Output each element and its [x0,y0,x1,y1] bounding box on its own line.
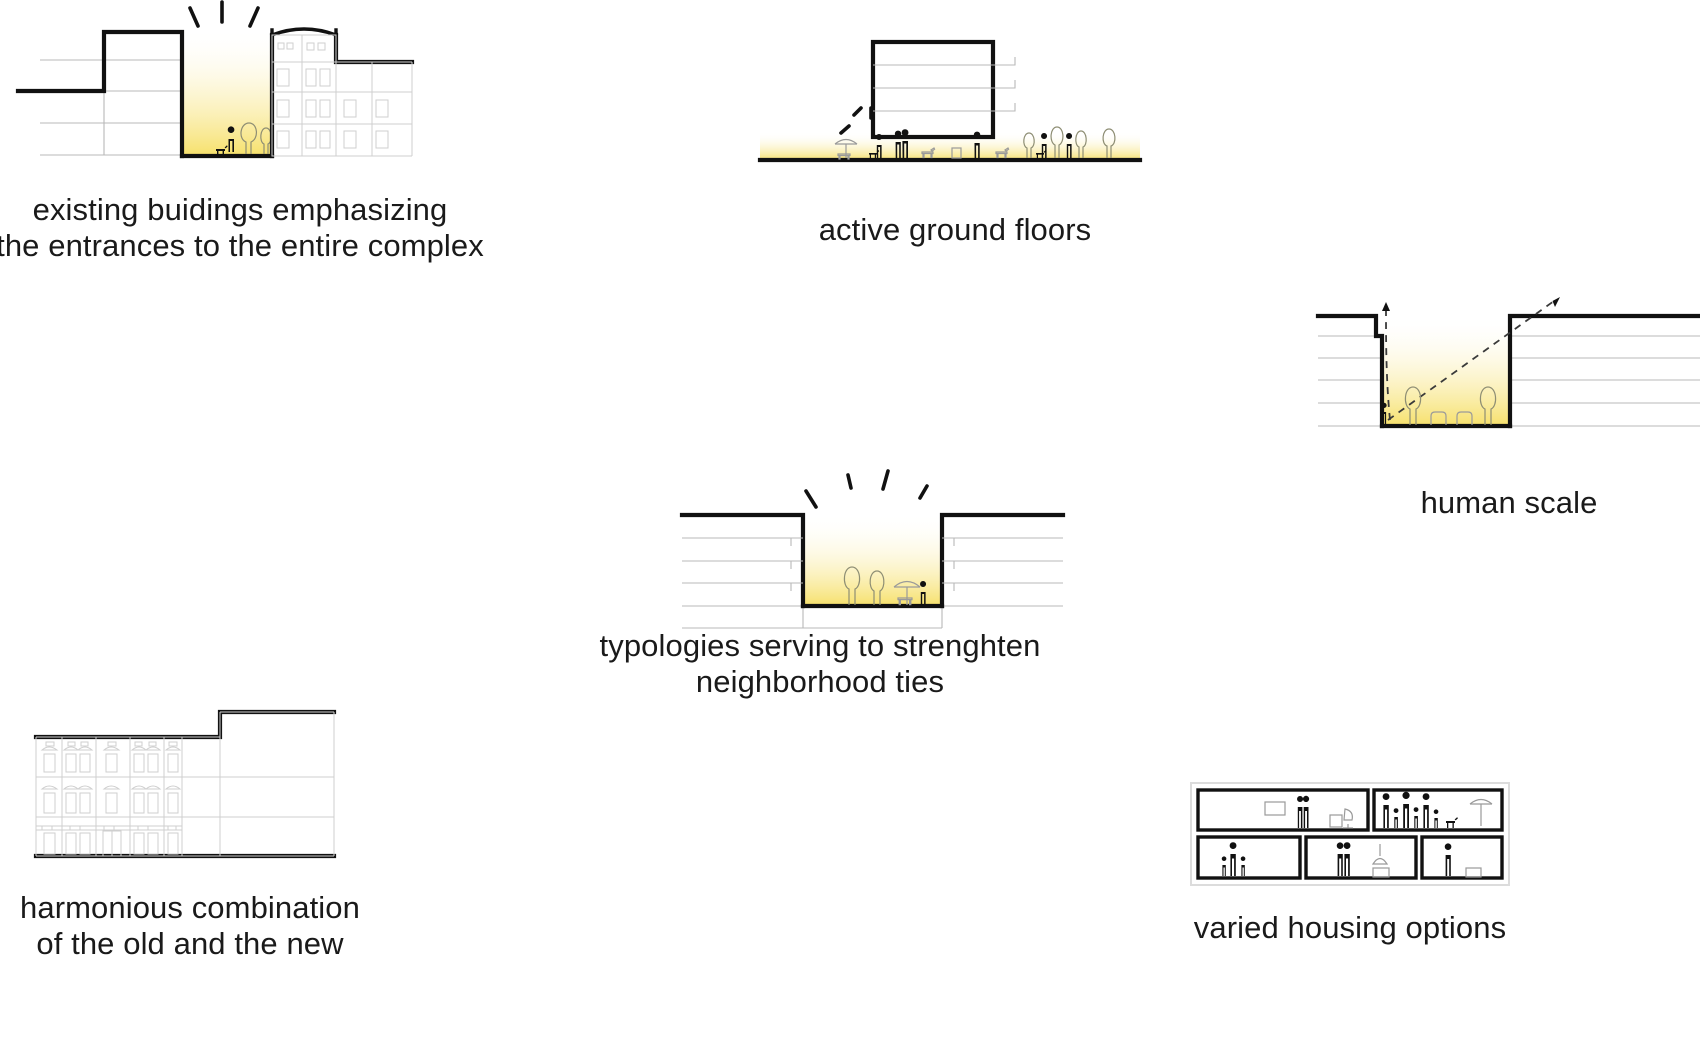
pendant-lamp-icon [1371,844,1389,865]
unit-bottom-middle-contents [1336,842,1390,878]
courtyard-glow [1382,315,1510,426]
tree-icon [1075,130,1087,158]
right-block-floorlines [942,537,1063,607]
balcony-ticks [993,57,1016,112]
courtyard-figures [843,566,927,606]
diagram-harmonious-combination: harmonious combination of the old and th… [0,709,400,980]
unit-bottom-middle [1304,835,1418,880]
right-block-outline [939,512,1066,609]
sightline-arrows [1382,297,1560,421]
new-volume-outline [33,709,337,740]
unit-bottom-left-contents [1221,842,1246,876]
courtyard-figures [1381,386,1497,425]
tree-icon [240,122,257,154]
active-ground-floors-drawing [757,39,1143,163]
unit-top-right-contents [1382,791,1493,828]
caption-harmonious-combination: harmonious combination of the old and th… [20,890,360,961]
unit-bottom-right-contents [1444,843,1482,878]
left-block-outline [679,512,806,609]
diagram-existing-buildings: existing buidings emphasizing the entran… [0,0,520,270]
diagram-active-ground-floors: active ground floors [755,20,1155,270]
light-rays-icon [804,469,929,509]
tree-icon [1102,128,1116,158]
umbrella-icon [1469,798,1493,826]
caption-active-ground-floors: active ground floors [818,212,1092,247]
unit-top-left [1196,788,1370,832]
typologies-drawing [679,469,1066,629]
new-building-outline [15,29,185,159]
tree-icon [1404,386,1422,425]
unit-bottom-right [1420,835,1504,880]
new-building-floorlines [40,33,182,156]
caption-existing-buildings: existing buidings emphasizing the entran… [0,192,484,263]
caption-varied-housing: varied housing options [1193,910,1507,945]
table-icon [1465,867,1482,878]
tree-icon [843,566,861,605]
bench-icon [1456,411,1473,425]
diagram-varied-housing: varied housing options [1190,782,1510,972]
caption-human-scale: human scale [1420,485,1598,520]
right-block-floorlines [1510,335,1700,427]
light-rays-icon [839,106,873,135]
caption-typologies: typologies serving to strenghten neighbo… [599,628,1041,699]
diagram-human-scale: human scale [1315,280,1700,540]
human-scale-drawing [1315,297,1700,429]
umbrella-icon [893,580,921,606]
building-block-outline [870,39,996,140]
left-block-floorlines [1318,335,1382,427]
light-rays-icon [188,0,260,28]
unit-top-left-contents [1264,795,1353,829]
harmonious-combination-drawing [33,709,337,859]
building-floorlines [873,64,993,112]
right-block-outline [1507,313,1700,429]
left-block-outline [1315,313,1385,429]
building-grid [35,711,335,857]
existing-buildings-drawing [15,0,415,159]
courtyard-glow [182,28,272,156]
varied-housing-drawing [1190,782,1510,886]
tree-icon [869,570,885,605]
unit-top-right [1372,788,1504,832]
housing-outer-frame [1190,782,1510,886]
tree-icon [1050,126,1064,158]
tree-icon [1479,386,1497,425]
balcony-ticks [790,537,955,591]
unit-bottom-left [1196,835,1302,880]
old-building [269,27,415,159]
bench-icon [1430,411,1447,425]
left-block-floorlines [682,537,943,629]
desk-chair-icon [1329,808,1353,829]
diagram-typologies: typologies serving to strenghten neighbo… [600,415,1066,705]
tv-icon [1264,801,1286,816]
tree-icon [1023,132,1035,158]
old-facade-detail [36,737,182,857]
ground-floor-figures [834,126,1116,160]
table-icon [1372,867,1390,878]
